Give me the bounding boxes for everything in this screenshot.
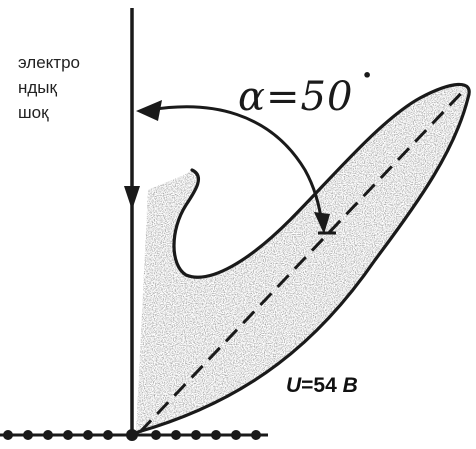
surface-atom <box>251 430 261 440</box>
incident-beam-arrowhead <box>124 186 140 210</box>
angle-arc-arrow-left <box>136 100 162 121</box>
surface-atom <box>231 430 241 440</box>
voltage-unit: В <box>342 374 358 397</box>
voltage-value: =54 <box>301 374 343 397</box>
surface-atom <box>63 430 73 440</box>
beam-axis-dashed <box>138 84 470 434</box>
surface-atom <box>211 430 221 440</box>
surface-atom <box>43 430 53 440</box>
voltage-variable: U <box>286 374 302 397</box>
surface-atom <box>3 430 13 440</box>
beam-caption: электро ндық шоқ <box>18 53 80 122</box>
beam-lobe-outline <box>136 82 471 434</box>
degree-mark: • <box>362 66 373 85</box>
surface-atom <box>23 430 33 440</box>
angle-label: α=50 <box>238 74 354 120</box>
surface-atom <box>103 430 113 440</box>
surface-atom <box>191 430 201 440</box>
surface-atom <box>171 430 181 440</box>
voltage-label: U=54 В <box>286 374 358 398</box>
angle-arc <box>149 105 324 226</box>
surface-atoms <box>3 429 261 441</box>
surface-atom <box>126 429 138 441</box>
surface-atom <box>151 430 161 440</box>
angle-arc-arrow-right <box>314 212 330 234</box>
surface-atom <box>83 430 93 440</box>
